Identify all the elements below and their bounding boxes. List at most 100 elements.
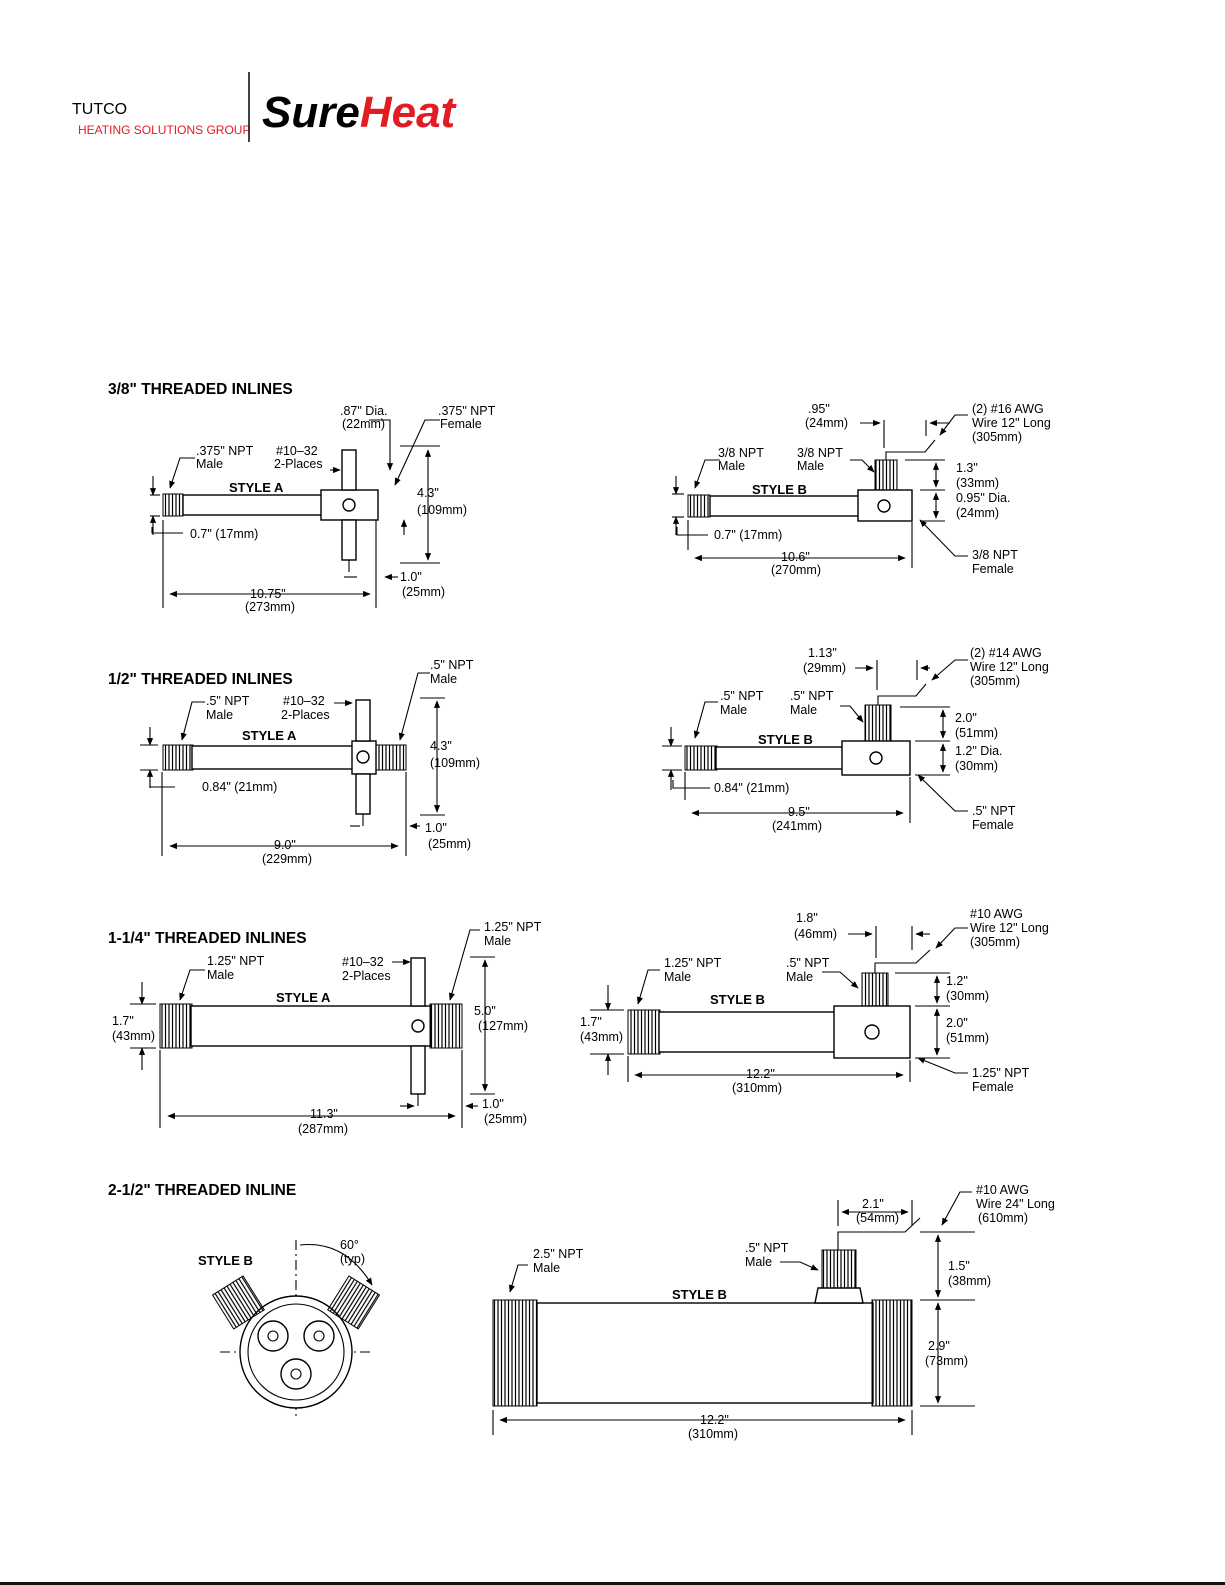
- terminal-lower: [341, 519, 357, 561]
- label-top-port: 1.25" NPT: [484, 920, 542, 934]
- label-top-port-sub: Male: [430, 672, 457, 686]
- dim-dia-mm: (43mm): [580, 1030, 623, 1044]
- label-screw: #10–32: [276, 444, 318, 458]
- section-1-2-inlines: 1/2" THREADED INLINES: [108, 646, 1049, 866]
- label-wire-length: Wire 12" Long: [970, 921, 1049, 935]
- label-male: 2.5" NPT: [533, 1247, 584, 1261]
- dim-tee: 1.8": [796, 911, 818, 925]
- port-right: [327, 1275, 381, 1330]
- label-port: .5" NPT: [745, 1241, 789, 1255]
- label-female-sub: Female: [972, 818, 1014, 832]
- element-3: [280, 1358, 312, 1390]
- dim-dia: .87" Dia.: [340, 404, 388, 418]
- dim-tee-mm: (46mm): [794, 927, 837, 941]
- dim-length-mm: (310mm): [688, 1427, 738, 1441]
- label-wire-mm: (305mm): [970, 674, 1020, 688]
- element-1: [257, 1320, 289, 1352]
- style-label: STYLE A: [242, 728, 297, 743]
- terminal-lower: [355, 773, 371, 815]
- dim-tee: 2.1": [862, 1197, 884, 1211]
- label-wire-length: Wire 12" Long: [972, 416, 1051, 430]
- label-female: 1.25" NPT: [972, 1066, 1030, 1080]
- dim-height: 4.3": [430, 739, 452, 753]
- style-a-drawing: STYLE A .87" Dia. (22mm) .375" NPT Femal…: [149, 404, 496, 614]
- label-screw-sub: 2-Places: [342, 969, 391, 983]
- label-female-sub: Female: [972, 1080, 1014, 1094]
- svg-text:SureHeat: SureHeat: [262, 88, 458, 137]
- hex-plug: [356, 750, 370, 764]
- dim-dia: 1.7": [112, 1014, 134, 1028]
- dim-tee-mm: (24mm): [805, 416, 848, 430]
- port-thread: [864, 704, 892, 742]
- dim-offset-mm: (25mm): [402, 585, 445, 599]
- section-2-1-2-inline: 2-1/2" THREADED INLINE STYLE B 60° (typ): [108, 1182, 1055, 1441]
- pipe-body: [536, 1302, 874, 1404]
- dim-length: 12.2": [700, 1413, 729, 1427]
- dim-length: 10.75": [250, 587, 286, 601]
- label-male-sub: Male: [533, 1261, 560, 1275]
- dim-height: 5.0": [474, 1004, 496, 1018]
- hex-plug: [411, 1019, 425, 1033]
- style-label: STYLE B: [752, 482, 807, 497]
- dim-length-mm: (270mm): [771, 563, 821, 577]
- dim-block-mm: (51mm): [946, 1031, 989, 1045]
- style-b-drawing: STYLE B .95" (24mm) (2) #16 AWG Wire 12"…: [672, 402, 1051, 577]
- male-thread: [627, 1009, 661, 1055]
- dim-length: 9.5": [788, 805, 810, 819]
- style-label: STYLE B: [710, 992, 765, 1007]
- dim-length: 12.2": [746, 1067, 775, 1081]
- label-wire-length: Wire 12" Long: [970, 660, 1049, 674]
- hex-plug: [869, 751, 883, 765]
- port-left: [211, 1275, 265, 1330]
- dim-length: 10.6": [781, 550, 810, 564]
- logo-sure: Sure: [262, 88, 360, 137]
- element-2: [303, 1320, 335, 1352]
- dim-length-mm: (310mm): [732, 1081, 782, 1095]
- dim-tee: 1.13": [808, 646, 837, 660]
- section-3-8-inlines: 3/8" THREADED INLINES: [108, 381, 1051, 614]
- label-screw-sub: 2-Places: [274, 457, 323, 471]
- style-label: STYLE A: [276, 990, 331, 1005]
- label-male-sub: Male: [207, 968, 234, 982]
- label-male: 1.25" NPT: [207, 954, 265, 968]
- hex-plug: [877, 499, 891, 513]
- logo-tagline: HEATING SOLUTIONS GROUP: [78, 123, 250, 137]
- style-label: STYLE B: [672, 1287, 727, 1302]
- dim-tee-mm: (54mm): [856, 1211, 899, 1225]
- label-male-sub: Male: [196, 457, 223, 471]
- section-heading: 3/8" THREADED INLINES: [108, 381, 293, 398]
- label-male: .5" NPT: [720, 689, 764, 703]
- label-male: 1.25" NPT: [664, 956, 722, 970]
- label-port: .5" NPT: [786, 956, 830, 970]
- dim-rise-mm: (33mm): [956, 476, 999, 490]
- dim-thread: 0.7" (17mm): [190, 527, 258, 541]
- label-female-sub: Female: [972, 562, 1014, 576]
- dim-length-mm: (241mm): [772, 819, 822, 833]
- dim-length: 9.0": [274, 838, 296, 852]
- port-thread: [821, 1249, 857, 1289]
- dim-tee: .95": [808, 402, 830, 416]
- dim-tee-mm: (29mm): [803, 661, 846, 675]
- section-1-1-4-inlines: 1-1/4" THREADED INLINES STYLE A: [108, 907, 1049, 1136]
- label-female: .5" NPT: [972, 804, 1016, 818]
- style-b-drawing: STYLE B 1.8" (46mm) #10 AWG Wire 12" Lon…: [580, 907, 1049, 1095]
- dim-rise: 1.3": [956, 461, 978, 475]
- label-male: 3/8 NPT: [718, 446, 764, 460]
- label-port-sub: Male: [786, 970, 813, 984]
- dim-rise: 1.2": [946, 974, 968, 988]
- dim-block: 2.0": [946, 1016, 968, 1030]
- dim-length-mm: (287mm): [298, 1122, 348, 1136]
- dim-dia: 1.7": [580, 1015, 602, 1029]
- dim-offset: 1.0": [400, 570, 422, 584]
- label-screw-sub: 2-Places: [281, 708, 330, 722]
- style-label: STYLE B: [758, 732, 813, 747]
- dim-height: 4.3": [417, 486, 439, 500]
- dim-height-mm: (109mm): [430, 756, 480, 770]
- pipe-body: [709, 495, 861, 517]
- style-a-drawing: STYLE A 1.25" NPT Male 1.25" NPT Male #1…: [112, 920, 542, 1136]
- label-male: .375" NPT: [196, 444, 254, 458]
- tutco-wordmark: TUTCO: [72, 93, 240, 118]
- dim-angle-sub: (typ): [340, 1252, 365, 1266]
- label-male-sub: Male: [720, 703, 747, 717]
